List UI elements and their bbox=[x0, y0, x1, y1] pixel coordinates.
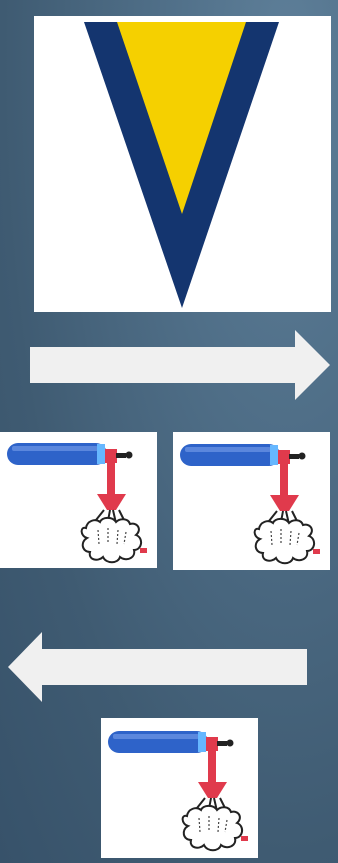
right-arrow bbox=[30, 330, 330, 400]
fire-extinguisher-icon bbox=[108, 731, 248, 852]
logo-inner-triangle bbox=[117, 22, 246, 214]
left-arrow bbox=[8, 632, 307, 702]
arrow-right-icon bbox=[30, 330, 330, 400]
arrow-left-icon bbox=[8, 632, 307, 702]
extinguisher-card-1 bbox=[0, 432, 157, 568]
v-logo-icon bbox=[84, 22, 279, 308]
logo-panel bbox=[34, 16, 331, 312]
fire-extinguisher-icon bbox=[180, 444, 320, 565]
extinguisher-card-3 bbox=[101, 718, 258, 858]
fire-extinguisher-icon bbox=[7, 443, 147, 564]
extinguisher-card-2 bbox=[173, 432, 330, 570]
